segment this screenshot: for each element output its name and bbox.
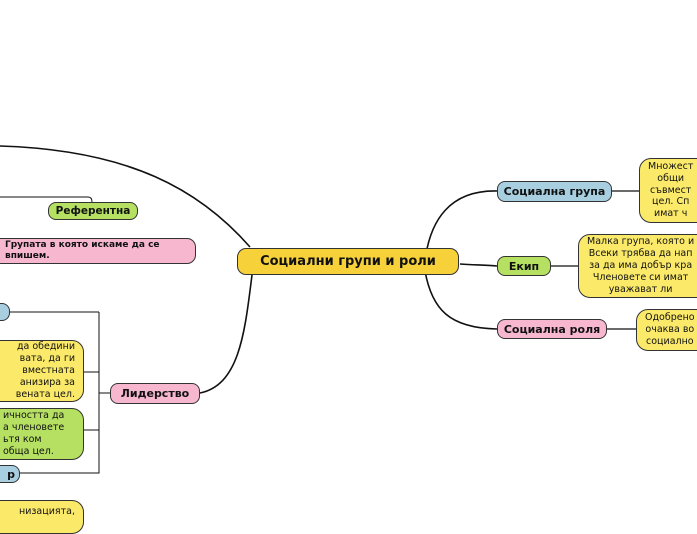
- note-team[interactable]: Малка група, която и Всеки трябва да нап…: [578, 234, 697, 298]
- connector-team: [459, 263, 498, 267]
- note-social-group-text: Множест общи съвмест цел. Сп имат ч: [648, 160, 694, 220]
- topic-social-role[interactable]: Социална роля: [497, 319, 607, 339]
- topic-partial-bottom[interactable]: р: [0, 465, 20, 483]
- connector-leadership-bracket: [10, 311, 110, 474]
- topic-team-label: Екип: [508, 259, 540, 273]
- topic-leadership[interactable]: Лидерство: [110, 383, 200, 404]
- topic-leadership-label: Лидерство: [120, 387, 190, 400]
- note-leadership-yellow[interactable]: да обедини вата, да ги вместната анизира…: [0, 340, 84, 402]
- note-social-group[interactable]: Множест общи съвмест цел. Сп имат ч: [639, 158, 697, 223]
- note-bottom[interactable]: низацията,: [0, 500, 84, 534]
- mindmap-connectors: [0, 145, 640, 474]
- connector-social-role: [424, 270, 498, 330]
- connector-referent: [0, 196, 93, 203]
- note-referent-text: Групата в която искаме да се впишем.: [5, 239, 160, 261]
- topic-partial-bottom-label: р: [7, 467, 15, 481]
- note-referent[interactable]: Групата в която искаме да се впишем.: [0, 238, 196, 264]
- topic-referent-label: Референтна: [55, 205, 131, 217]
- connector-social-group: [424, 190, 498, 262]
- connector-central-leadership: [199, 274, 253, 394]
- topic-social-group[interactable]: Социална група: [497, 181, 612, 202]
- note-team-text: Малка група, която и Всеки трябва да нап…: [587, 236, 695, 295]
- central-topic-label: Социални групи и роли: [260, 254, 436, 269]
- topic-referent[interactable]: Референтна: [48, 202, 138, 220]
- note-social-role[interactable]: Одобрено очаква во социално: [636, 309, 697, 351]
- topic-social-group-label: Социална група: [503, 185, 606, 198]
- note-bottom-text: низацията,: [19, 506, 75, 517]
- note-leadership-yellow-text: да обедини вата, да ги вместната анизира…: [15, 341, 75, 400]
- note-leadership-green-text: ичността да а членовете ьтя ком обща цел…: [3, 410, 65, 457]
- topic-social-role-label: Социална роля: [503, 322, 601, 336]
- note-leadership-green[interactable]: ичността да а членовете ьтя ком обща цел…: [0, 408, 84, 460]
- topic-team[interactable]: Екип: [497, 256, 551, 276]
- note-social-role-text: Одобрено очаква во социално: [645, 312, 695, 347]
- central-topic[interactable]: Социални групи и роли: [237, 248, 459, 275]
- connector-central-upper-left: [0, 145, 251, 248]
